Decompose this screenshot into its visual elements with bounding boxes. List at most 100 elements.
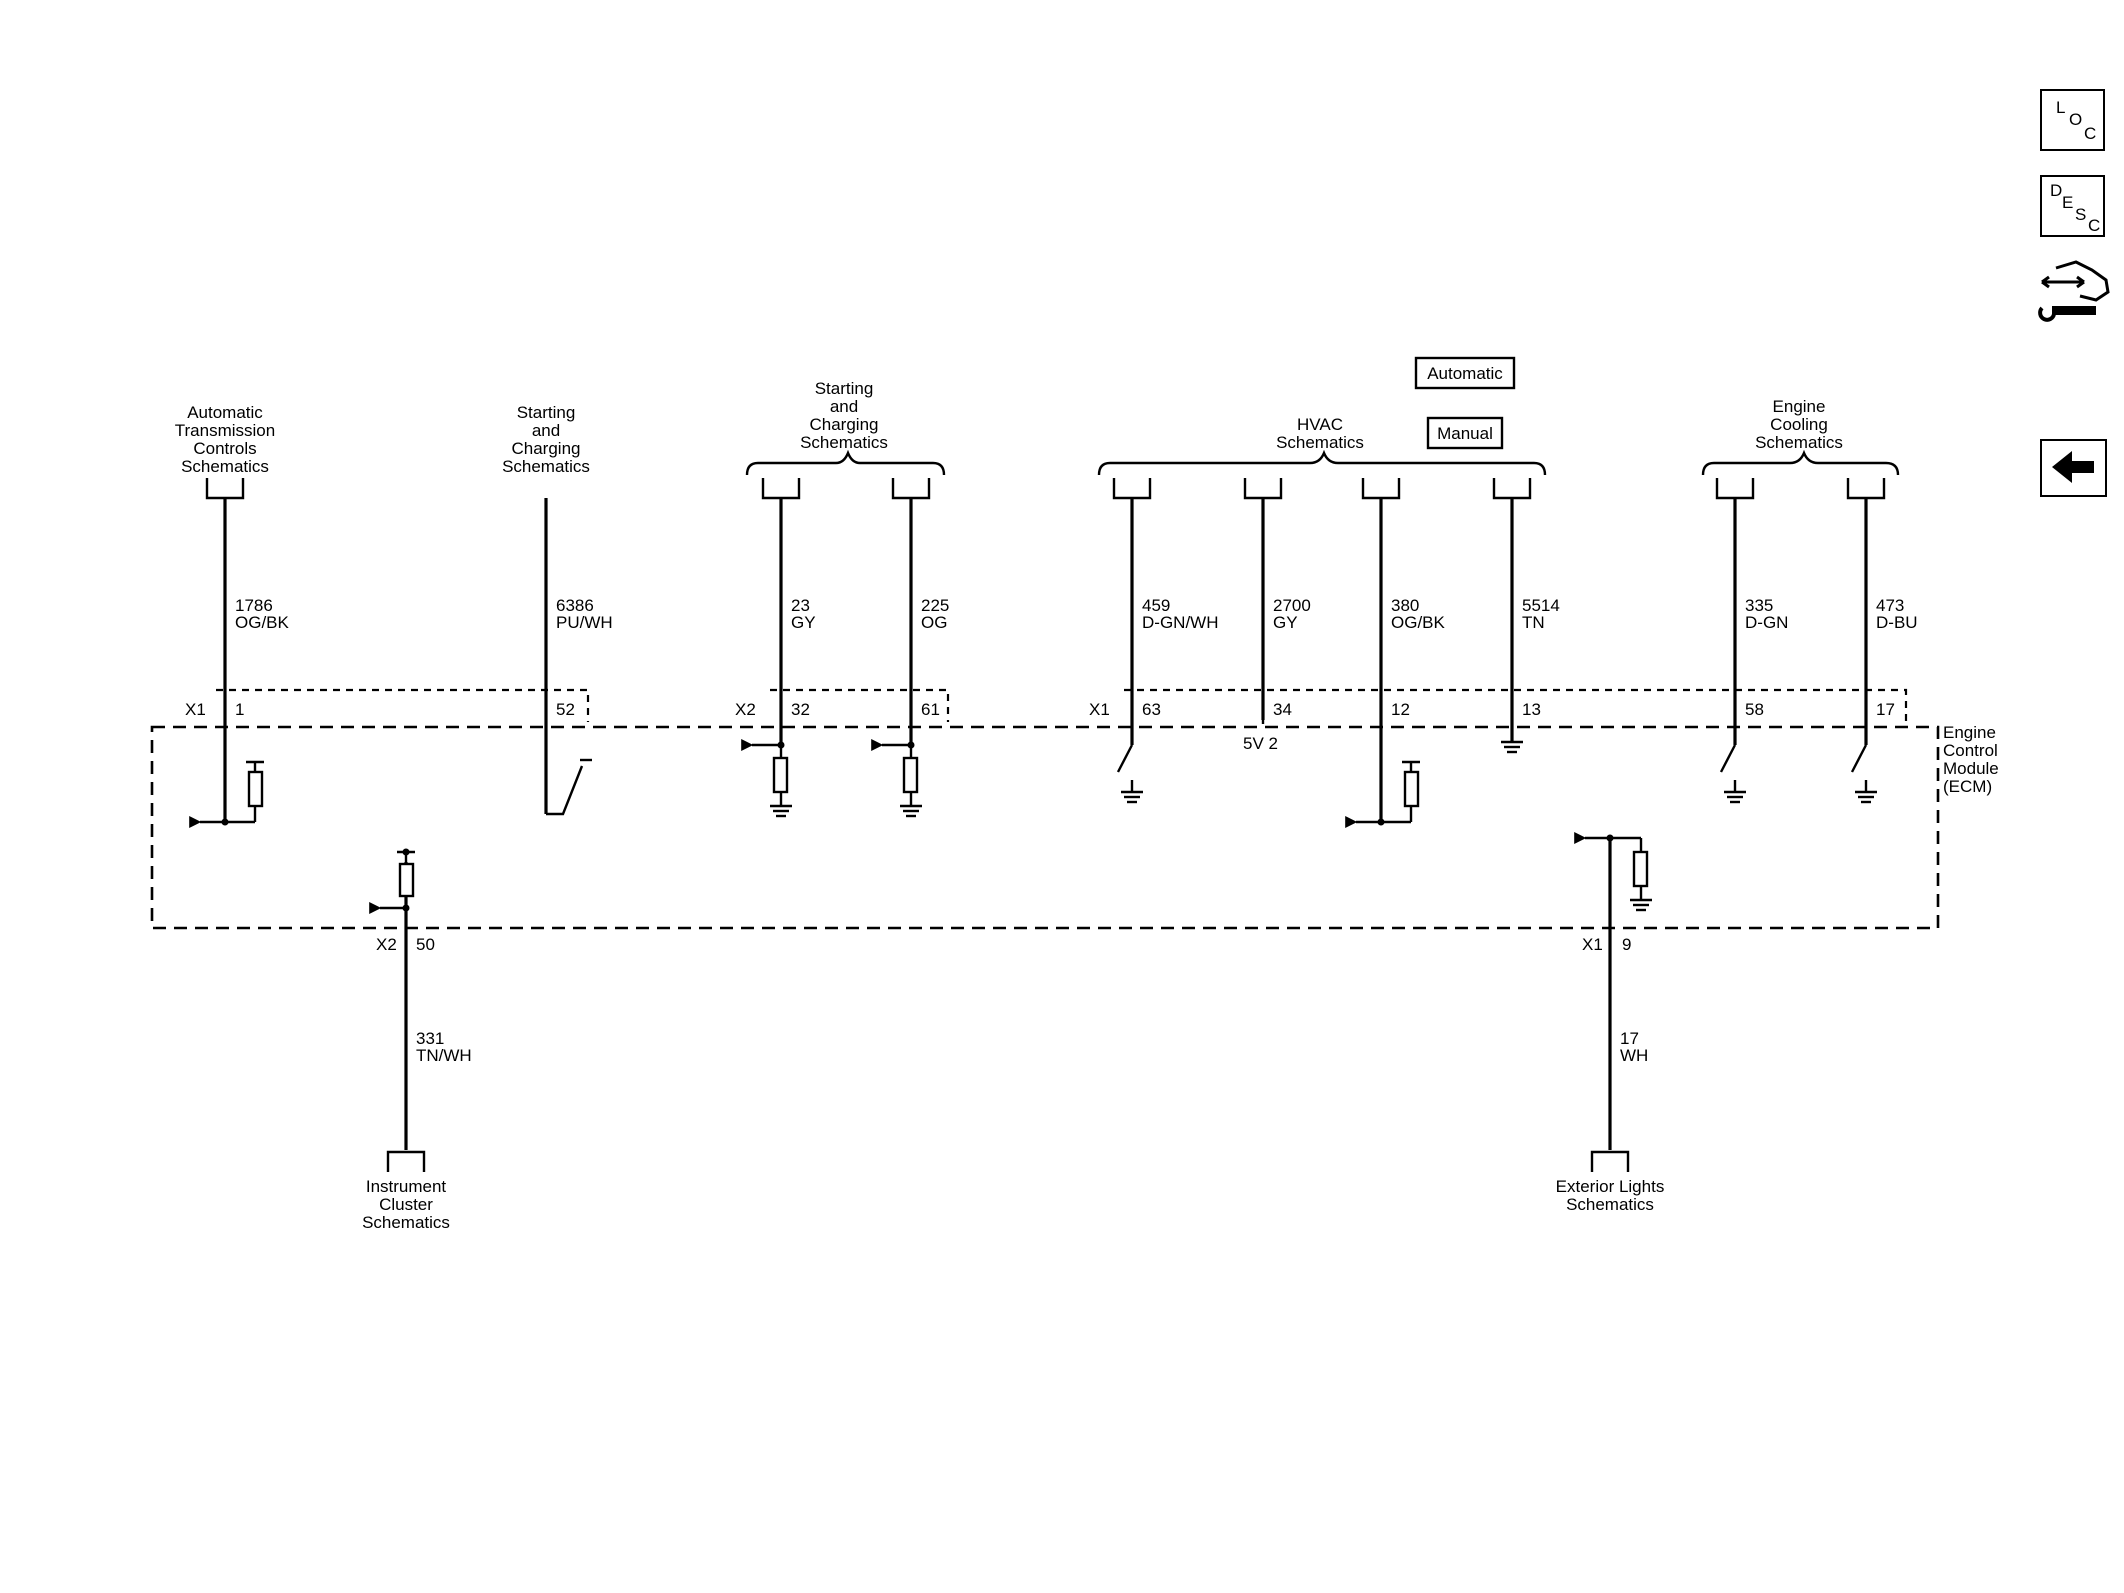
svg-text:Instrument: Instrument (366, 1177, 447, 1196)
svg-text:Starting: Starting (815, 379, 874, 398)
ecm-module-outline[interactable] (150, 725, 1940, 930)
svg-text:5V 2: 5V 2 (1243, 734, 1278, 753)
svg-text:Starting: Starting (517, 403, 576, 422)
svg-text:Schematics: Schematics (800, 433, 888, 452)
svg-text:Cluster: Cluster (379, 1195, 433, 1214)
svg-text:Automatic: Automatic (1427, 364, 1503, 383)
svg-text:Control: Control (1943, 741, 1998, 760)
instrument-cluster-label[interactable]: Instrument Cluster Schematics (362, 1177, 450, 1232)
svg-text:335: 335 (1745, 596, 1773, 615)
svg-text:(ECM): (ECM) (1943, 777, 1992, 796)
svg-text:34: 34 (1273, 700, 1292, 719)
svg-text:2700: 2700 (1273, 596, 1311, 615)
connector-pin-labels: X1 X2 X1 1 52 32 61 63 34 12 13 58 17 X2… (185, 700, 1895, 954)
svg-text:Schematics: Schematics (362, 1213, 450, 1232)
svg-text:331: 331 (416, 1029, 444, 1048)
svg-text:HVAC: HVAC (1297, 415, 1343, 434)
atc-schematics-label[interactable]: Automatic Transmission Controls Schemati… (175, 403, 275, 476)
harness-connectors-bottom (386, 1150, 1630, 1172)
svg-text:Engine: Engine (1773, 397, 1826, 416)
svg-text:Charging: Charging (512, 439, 581, 458)
svg-text:Schematics: Schematics (1755, 433, 1843, 452)
starting-charging-label-1[interactable]: Starting and Charging Schematics (502, 403, 590, 476)
svg-text:OG/BK: OG/BK (1391, 613, 1446, 632)
ground-13 (1501, 740, 1523, 754)
svg-text:6386: 6386 (556, 596, 594, 615)
pulldown-input-32 (741, 739, 792, 818)
desc-letter-c: C (2088, 216, 2101, 235)
manual-option-button[interactable]: Manual (1426, 416, 1504, 450)
svg-text:225: 225 (921, 596, 949, 615)
svg-text:X1: X1 (185, 700, 206, 719)
svg-text:and: and (532, 421, 560, 440)
svg-text:D-BU: D-BU (1876, 613, 1918, 632)
svg-text:459: 459 (1142, 596, 1170, 615)
svg-text:TN/WH: TN/WH (416, 1046, 472, 1065)
loc-letter-o: O (2069, 110, 2083, 129)
loc-letter-l: L (2056, 98, 2066, 117)
svg-text:D-GN: D-GN (1745, 613, 1788, 632)
svg-text:X2: X2 (376, 935, 397, 954)
connector-repair-button[interactable] (2036, 256, 2112, 332)
automatic-option-button[interactable]: Automatic (1414, 356, 1516, 390)
svg-text:1786: 1786 (235, 596, 273, 615)
svg-text:50: 50 (416, 935, 435, 954)
svg-text:GY: GY (1273, 613, 1298, 632)
svg-text:Manual: Manual (1437, 424, 1493, 443)
svg-text:TN: TN (1522, 613, 1545, 632)
loc-letter-c: C (2084, 124, 2097, 143)
svg-text:Schematics: Schematics (181, 457, 269, 476)
pulldown-input-9 (1574, 832, 1652, 912)
svg-text:61: 61 (921, 700, 940, 719)
low-side-driver-58 (1719, 744, 1746, 804)
svg-text:X2: X2 (735, 700, 756, 719)
svg-text:Transmission: Transmission (175, 421, 275, 440)
svg-text:OG/BK: OG/BK (235, 613, 290, 632)
pulldown-input-61 (871, 739, 922, 818)
svg-text:Schematics: Schematics (1276, 433, 1364, 452)
svg-text:9: 9 (1622, 935, 1631, 954)
svg-text:1: 1 (235, 700, 244, 719)
engine-cooling-label[interactable]: Engine Cooling Schematics (1755, 397, 1843, 452)
location-button[interactable]: L O C (2040, 89, 2105, 151)
pullup-input-1 (189, 760, 264, 828)
low-side-driver-17 (1850, 744, 1877, 804)
svg-text:WH: WH (1620, 1046, 1648, 1065)
exterior-lights-label[interactable]: Exterior Lights Schematics (1556, 1177, 1665, 1214)
svg-text:GY: GY (791, 613, 816, 632)
svg-text:OG: OG (921, 613, 947, 632)
svg-text:Engine: Engine (1943, 723, 1996, 742)
svg-text:Charging: Charging (810, 415, 879, 434)
desc-letter-s: S (2075, 205, 2087, 224)
svg-text:Controls: Controls (193, 439, 256, 458)
desc-letter-e: E (2062, 193, 2074, 212)
svg-text:and: and (830, 397, 858, 416)
back-arrow-icon (2052, 451, 2094, 483)
svg-text:13: 13 (1522, 700, 1541, 719)
svg-text:Module: Module (1943, 759, 1999, 778)
svg-text:32: 32 (791, 700, 810, 719)
back-button[interactable] (2040, 439, 2107, 497)
switch-input-52 (546, 758, 592, 816)
svg-text:X1: X1 (1582, 935, 1603, 954)
starting-charging-label-2[interactable]: Starting and Charging Schematics (800, 379, 888, 452)
low-side-driver-63 (1116, 744, 1143, 804)
svg-text:380: 380 (1391, 596, 1419, 615)
pullup-input-12 (1345, 760, 1420, 828)
svg-text:17: 17 (1876, 700, 1895, 719)
svg-text:473: 473 (1876, 596, 1904, 615)
svg-text:17: 17 (1620, 1029, 1639, 1048)
svg-text:63: 63 (1142, 700, 1161, 719)
harness-connectors-top (205, 478, 1886, 500)
svg-text:X1: X1 (1089, 700, 1110, 719)
hvac-schematics-label[interactable]: HVAC Schematics (1276, 415, 1364, 452)
svg-text:Exterior Lights: Exterior Lights (1556, 1177, 1665, 1196)
svg-text:52: 52 (556, 700, 575, 719)
description-button[interactable]: D E S C (2040, 175, 2105, 237)
svg-text:58: 58 (1745, 700, 1764, 719)
pullup-input-50 (369, 850, 415, 914)
svg-text:Schematics: Schematics (1566, 1195, 1654, 1214)
svg-text:12: 12 (1391, 700, 1410, 719)
